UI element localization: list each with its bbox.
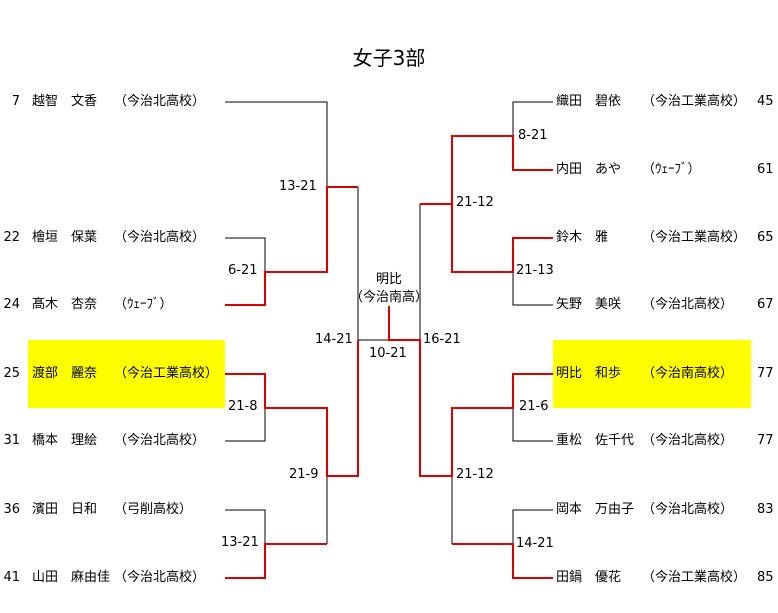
finalist-highlight-right: [553, 340, 751, 408]
player-name: 重松 佐千代: [556, 433, 635, 448]
player-school: （今治北高校）: [114, 570, 206, 585]
seed-number: 45: [757, 94, 774, 109]
seed-number: 22: [3, 230, 20, 245]
player-school: （今治工業高校）: [642, 570, 747, 585]
seed-number: 77: [757, 433, 774, 448]
player-name: 髙木 杏奈: [32, 297, 98, 312]
seed-number: 41: [3, 570, 20, 585]
player-school: （ｳｪｰﾌﾞ）: [642, 162, 701, 177]
player-school: （ｳｪｰﾌﾞ）: [114, 297, 173, 312]
player-name: 岡本 万由子: [556, 502, 635, 517]
player-name: 越智 文香: [32, 94, 98, 109]
player-school: （今治北高校）: [114, 94, 206, 109]
match-score: 21-6: [519, 399, 549, 414]
seed-number: 31: [3, 433, 20, 448]
seed-number: 24: [3, 297, 20, 312]
win-lines: [225, 135, 553, 579]
champion-name: 明比: [375, 272, 402, 287]
match-score: 21-12: [456, 467, 494, 482]
match-score: 21-13: [516, 263, 554, 278]
player-school: （今治北高校）: [642, 433, 734, 448]
player-school: （今治工業高校）: [114, 366, 219, 381]
match-score: 8-21: [518, 128, 548, 143]
page-title: 女子3部: [352, 46, 426, 70]
seed-number: 85: [757, 570, 774, 585]
player-name: 檜垣 保葉: [32, 230, 98, 245]
match-score: 14-21: [516, 536, 554, 551]
match-score: 13-21: [279, 179, 317, 194]
player-school: （今治北高校）: [114, 230, 206, 245]
seed-number: 67: [757, 297, 774, 312]
seed-number: 36: [3, 502, 20, 517]
player-name: 濱田 日和: [32, 502, 98, 517]
player-name: 山田 麻由佳: [32, 570, 111, 585]
match-score: 16-21: [423, 332, 461, 347]
finalist-highlight-left: [28, 340, 225, 408]
seed-number: 7: [11, 94, 20, 109]
player-school: （今治北高校）: [114, 433, 206, 448]
player-name: 渡部 麗奈: [32, 366, 98, 381]
player-school: （今治工業高校）: [642, 94, 747, 109]
player-school: （今治北高校）: [642, 502, 734, 517]
player-school: （今治工業高校）: [642, 230, 747, 245]
champion-school: （今治南高）: [350, 290, 429, 305]
seed-number: 83: [757, 502, 774, 517]
match-score: 21-8: [228, 399, 258, 414]
player-name: 矢野 美咲: [556, 297, 622, 312]
player-name: 鈴木 雅: [556, 230, 609, 245]
seed-number: 25: [3, 366, 20, 381]
seed-number: 65: [757, 230, 774, 245]
seed-number: 61: [757, 162, 774, 177]
player-name: 田鍋 優花: [556, 570, 622, 585]
player-name: 明比 和歩: [556, 366, 622, 381]
player-school: （今治南高校）: [642, 366, 734, 381]
loss-lines: [225, 101, 553, 544]
match-score: 14-21: [315, 332, 353, 347]
match-score: 21-12: [456, 195, 494, 210]
player-name: 織田 碧依: [556, 94, 622, 109]
player-school: （今治北高校）: [642, 297, 734, 312]
match-score: 13-21: [221, 535, 259, 550]
match-score: 6-21: [228, 263, 258, 278]
player-name: 橋本 理絵: [32, 433, 98, 448]
player-school: （弓削高校）: [114, 502, 193, 517]
match-score: 21-9: [289, 467, 319, 482]
final-score: 10-21: [369, 346, 407, 361]
seed-number: 77: [757, 366, 774, 381]
player-name: 内田 あや: [556, 162, 622, 177]
